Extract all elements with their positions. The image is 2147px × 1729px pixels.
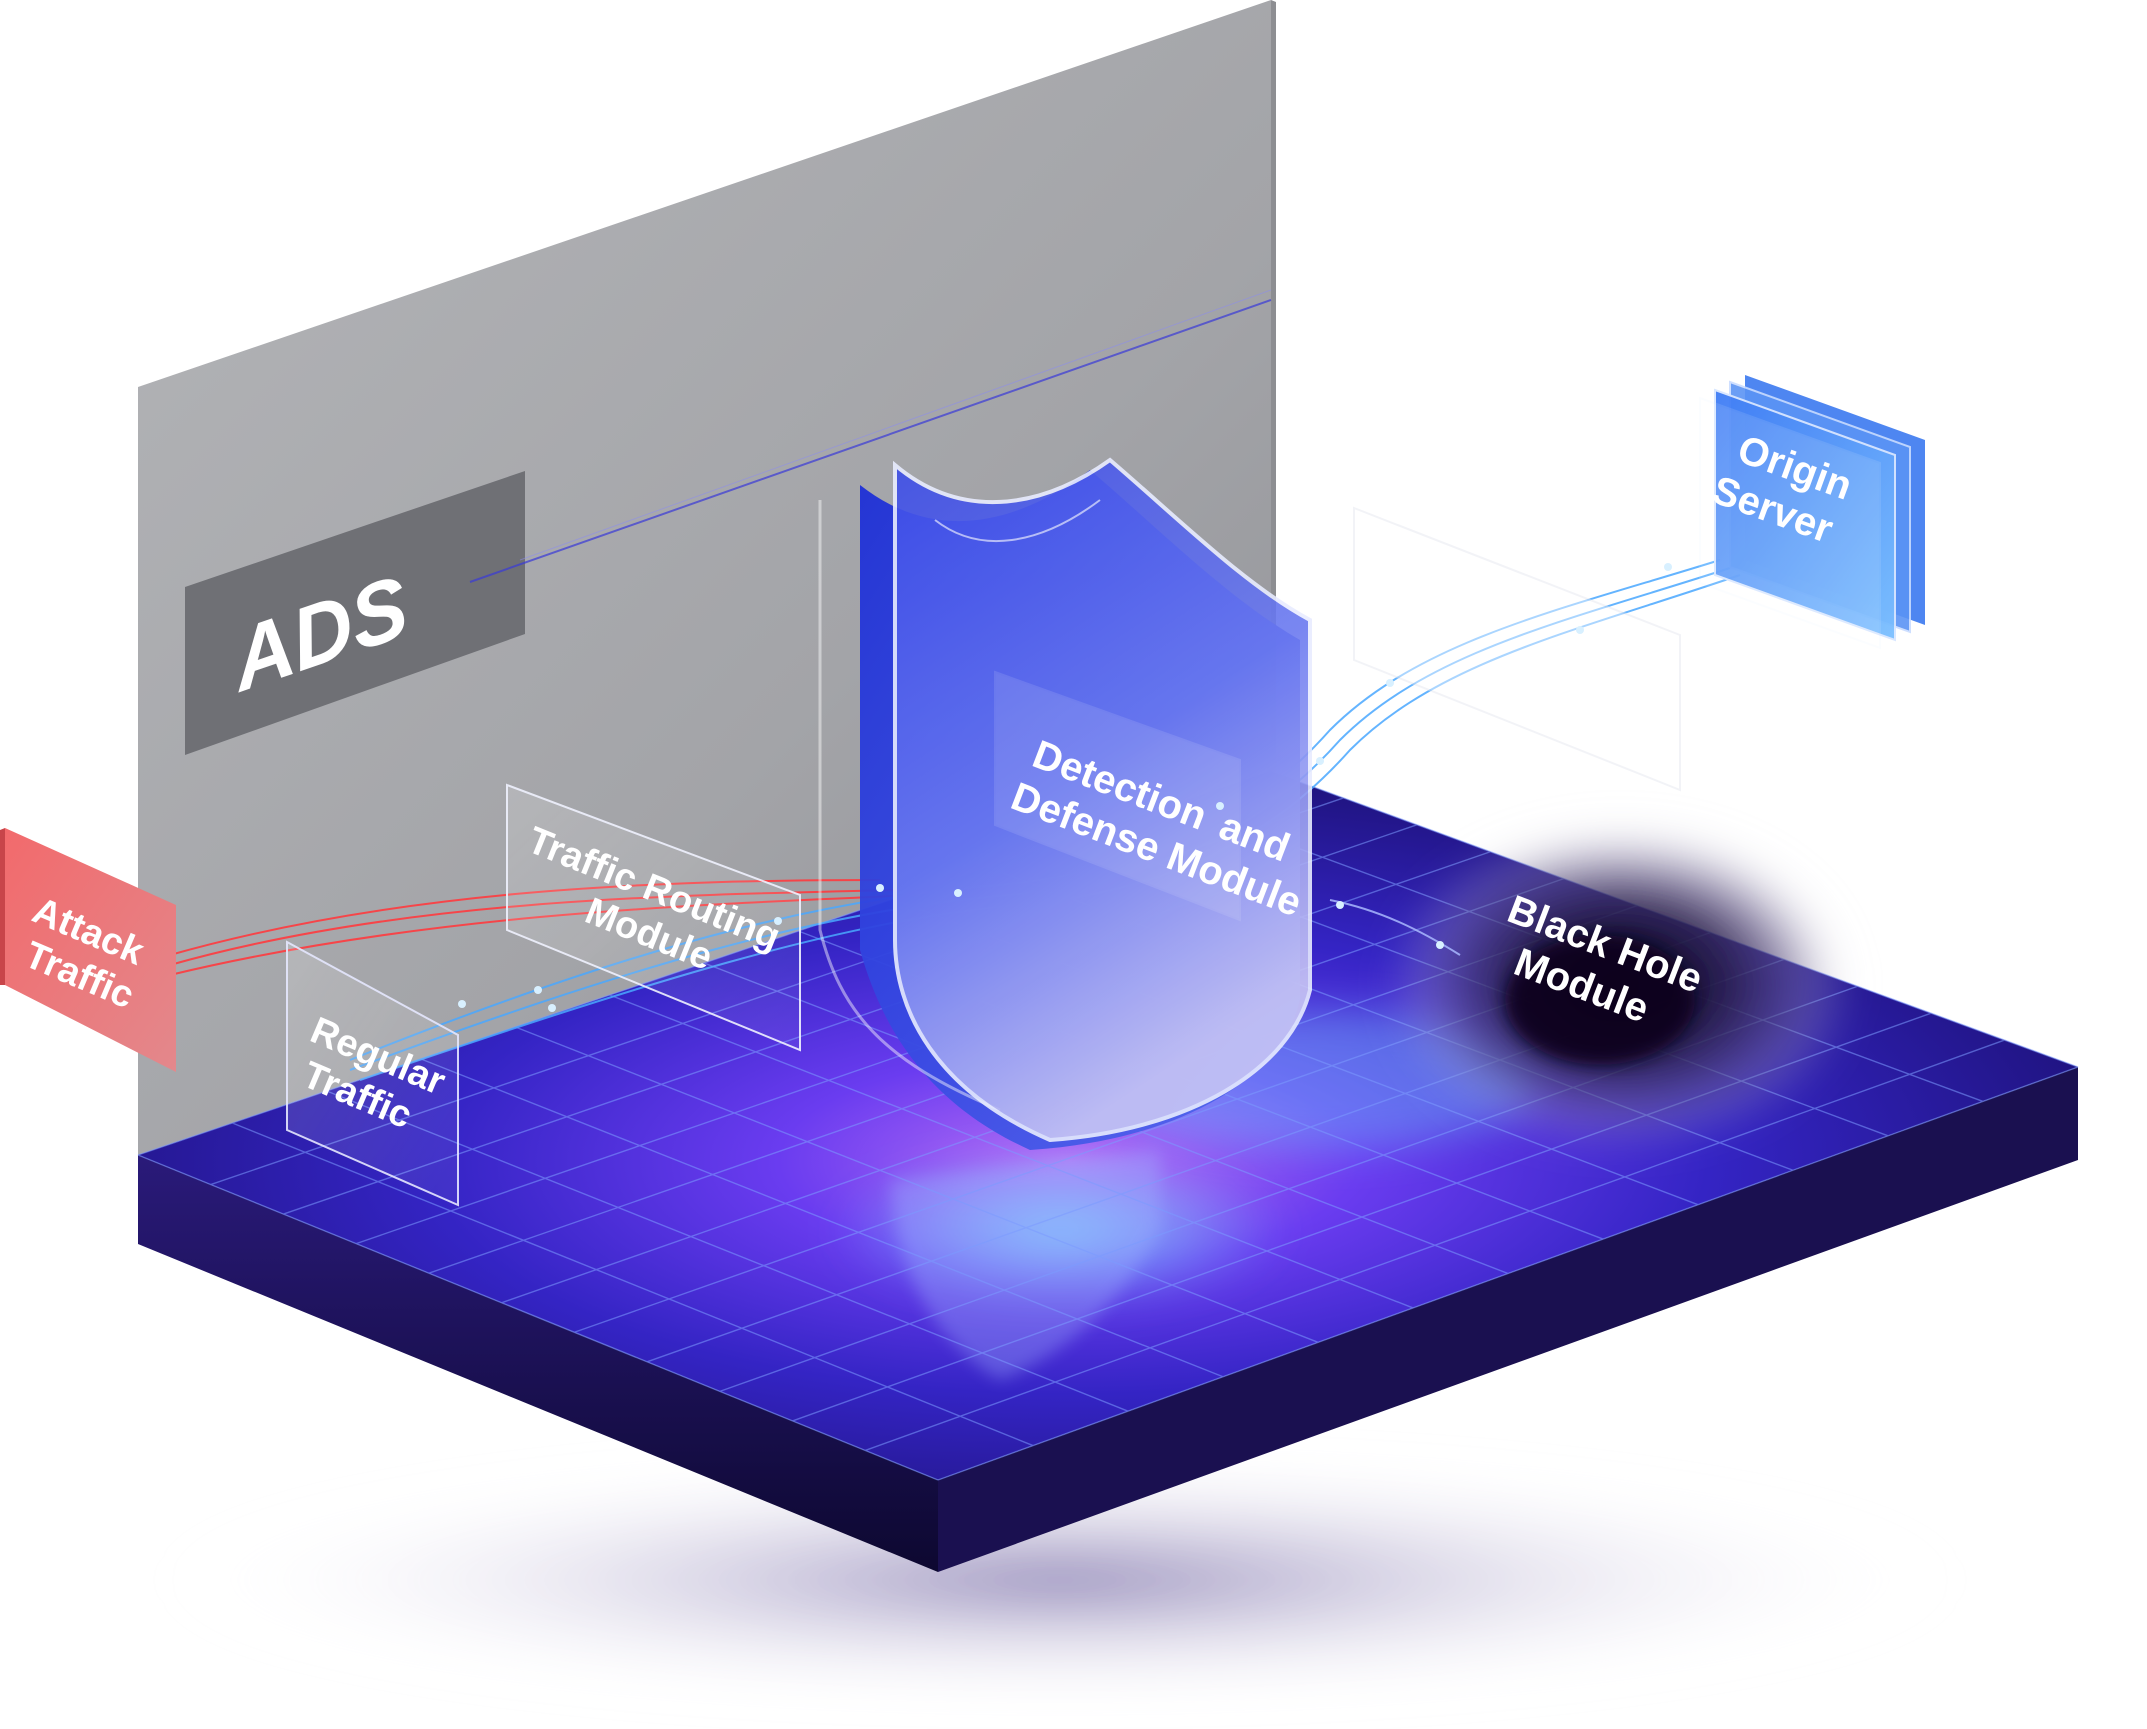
grid-line (609, 994, 1414, 1309)
ground-shadow (160, 1450, 1960, 1710)
grid-line (515, 1026, 1319, 1343)
faint-module-panel (1353, 506, 1681, 792)
ads-label-band (185, 471, 525, 755)
black-hole (1390, 825, 1850, 1145)
grid-line (232, 1122, 1034, 1447)
grid-line (326, 1090, 1129, 1412)
grid-line (937, 1066, 2079, 1481)
grid-line (420, 1058, 1224, 1378)
shield-icon (818, 457, 1312, 1150)
origin-server (1699, 375, 1925, 650)
regular-traffic-panel (286, 940, 459, 1207)
grid-line (137, 1154, 939, 1481)
grid-line (865, 1039, 2005, 1452)
traffic-routing-panel (506, 783, 801, 1052)
attack-traffic-panel (0, 828, 176, 1072)
flow-dots (458, 563, 1672, 1012)
